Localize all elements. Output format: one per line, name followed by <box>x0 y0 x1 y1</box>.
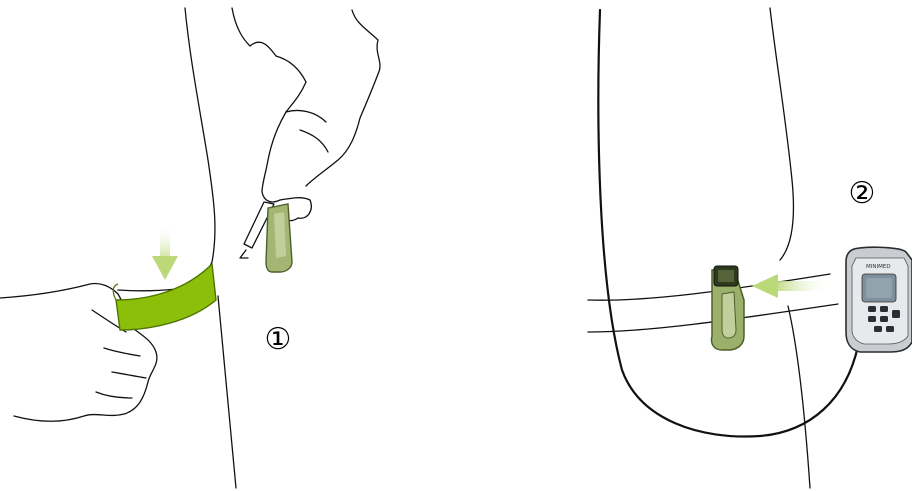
left-arrow-icon <box>752 274 830 298</box>
step-1-label: ① <box>256 318 300 362</box>
step-2-label: ② <box>840 172 884 216</box>
upper-sleeve <box>232 8 306 82</box>
sensor-clipped <box>711 266 744 350</box>
torso-outline <box>185 8 215 288</box>
panel-2 <box>588 8 858 488</box>
sensor-held <box>266 204 292 272</box>
tubing-cable <box>598 10 858 436</box>
right-hand <box>262 82 306 202</box>
leg-outline <box>218 296 236 488</box>
down-arrow-icon <box>152 224 178 280</box>
panel-1 <box>0 8 380 488</box>
arm-outline <box>770 8 794 260</box>
device-brand: MINIMED <box>866 264 891 270</box>
monitor-device: MINIMED <box>846 247 912 352</box>
leg-outline-2 <box>788 306 810 488</box>
